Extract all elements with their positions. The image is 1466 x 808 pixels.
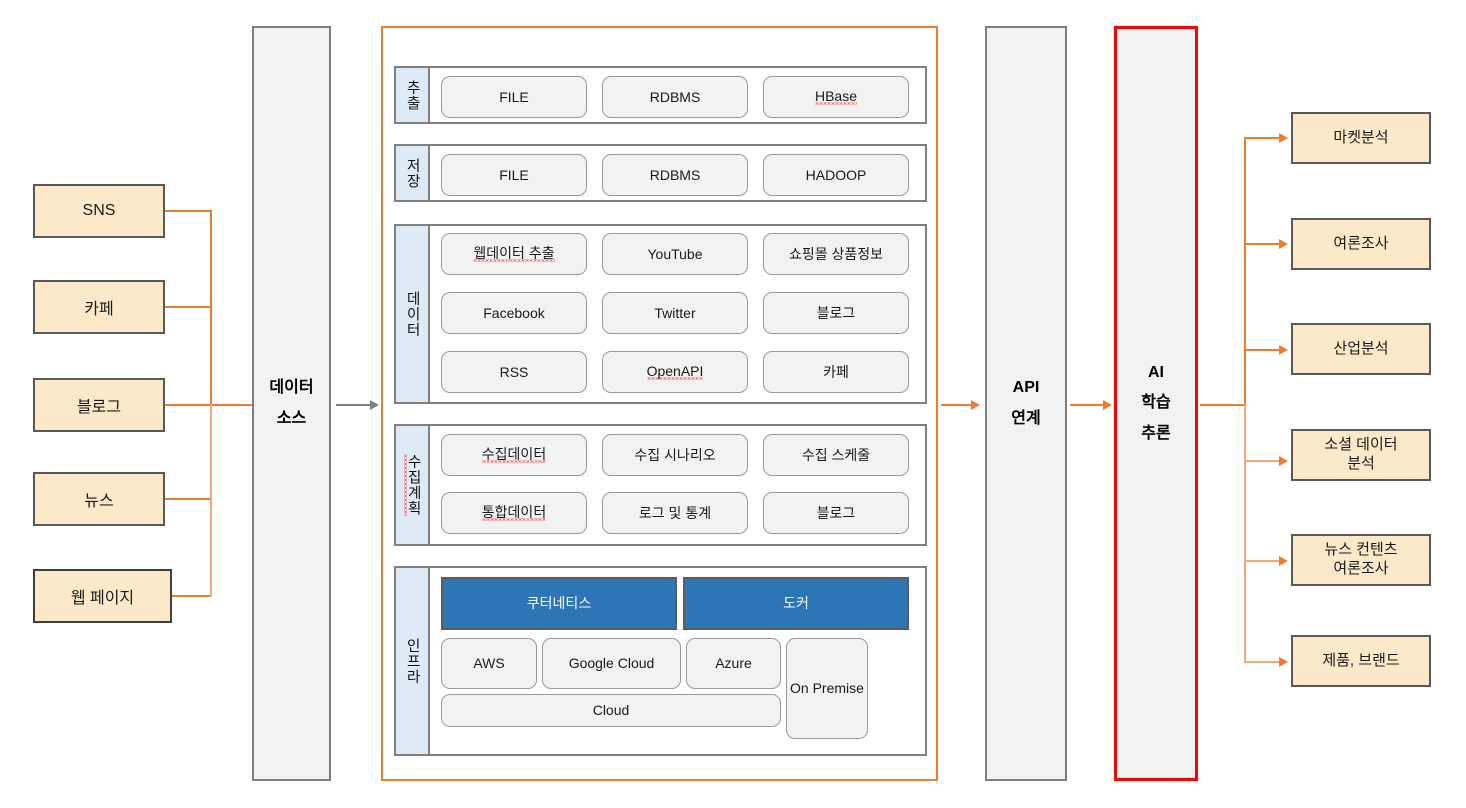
section-data: 데이터 웹데이터 추출 YouTube 쇼핑몰 상품정보 Facebook Tw… <box>394 224 927 404</box>
chip-storage-rdbms[interactable]: RDBMS <box>602 154 748 196</box>
pillar-ai-line2: 학습 <box>1141 394 1171 412</box>
chip-infra-cloud[interactable]: Cloud <box>441 694 781 727</box>
output-box-market-analysis[interactable]: 마켓분석 <box>1291 112 1431 164</box>
connector-out-industry <box>1244 349 1281 351</box>
connector-out-market <box>1244 137 1281 139</box>
chip-data-openapi[interactable]: OpenAPI <box>602 351 748 393</box>
chip-data-rss[interactable]: RSS <box>441 351 587 393</box>
chip-extraction-hbase[interactable]: HBase <box>763 76 909 118</box>
output-box-news-content-poll[interactable]: 뉴스 컨텐츠 여론조사 <box>1291 534 1431 586</box>
chip-infra-aws[interactable]: AWS <box>441 638 537 689</box>
chip-storage-file[interactable]: FILE <box>441 154 587 196</box>
arrow-head-panel-to-api <box>971 400 980 410</box>
chip-infra-on-premise[interactable]: On Premise <box>786 638 868 739</box>
connector-cafe <box>165 306 212 308</box>
chip-extraction-rdbms[interactable]: RDBMS <box>602 76 748 118</box>
section-collection-plan: 수집계획 수집데이터 수집 시나리오 수집 스케줄 통합데이터 로그 및 통계 … <box>394 424 927 546</box>
output-box-product-brand[interactable]: 제품, 브랜드 <box>1291 635 1431 687</box>
chip-data-shopping-mall[interactable]: 쇼핑몰 상품정보 <box>763 233 909 275</box>
arrow-line-source-to-panel <box>336 404 371 406</box>
chip-plan-scenario[interactable]: 수집 시나리오 <box>602 434 748 476</box>
chip-infra-kubernetes[interactable]: 쿠터네티스 <box>441 577 677 630</box>
output-box-industry-analysis[interactable]: 산업분석 <box>1291 323 1431 375</box>
connector-webpage <box>172 595 212 597</box>
section-label-collection-plan: 수집계획 <box>396 426 430 544</box>
chip-plan-collection-data[interactable]: 수집데이터 <box>441 434 587 476</box>
arrow-head-out-poll <box>1279 239 1288 249</box>
collection-platform-panel: 추출 FILE RDBMS HBase 저장 FILE RDBMS HADOOP… <box>381 26 938 781</box>
arrow-head-out-market <box>1279 133 1288 143</box>
pillar-data-source[interactable]: 데이터 소스 <box>252 26 331 781</box>
chip-data-cafe[interactable]: 카페 <box>763 351 909 393</box>
chip-infra-google-cloud[interactable]: Google Cloud <box>542 638 681 689</box>
pillar-ai-learning-inference[interactable]: AI 학습 추론 <box>1114 26 1198 781</box>
pillar-ai-line3: 추론 <box>1141 424 1171 442</box>
chip-infra-azure[interactable]: Azure <box>686 638 781 689</box>
connector-output-bus-upper <box>1244 137 1246 405</box>
pillar-api-integration[interactable]: API 연계 <box>985 26 1067 781</box>
section-label-infra: 인프라 <box>396 568 430 754</box>
connector-out-news <box>1244 560 1281 562</box>
arrow-head-out-industry <box>1279 345 1288 355</box>
arrow-head-api-to-ai <box>1103 400 1112 410</box>
chip-data-web-extract[interactable]: 웹데이터 추출 <box>441 233 587 275</box>
chip-infra-docker[interactable]: 도커 <box>683 577 909 630</box>
arrow-head-out-social <box>1279 456 1288 466</box>
section-body-collection-plan: 수집데이터 수집 시나리오 수집 스케줄 통합데이터 로그 및 통계 블로그 <box>430 426 925 544</box>
connector-output-bus-lower <box>1244 404 1246 662</box>
chip-storage-hadoop[interactable]: HADOOP <box>763 154 909 196</box>
chip-plan-integrated-data[interactable]: 통합데이터 <box>441 492 587 534</box>
source-box-sns[interactable]: SNS <box>33 184 165 238</box>
pillar-data-source-line1: 데이터 <box>269 379 314 397</box>
connector-bus-lower <box>210 404 212 597</box>
section-body-data: 웹데이터 추출 YouTube 쇼핑몰 상품정보 Facebook Twitte… <box>430 226 925 402</box>
connector-blog <box>165 404 254 406</box>
chip-data-twitter[interactable]: Twitter <box>602 292 748 334</box>
connector-out-social <box>1244 460 1281 462</box>
arrow-head-source-to-panel <box>370 400 379 410</box>
section-body-storage: FILE RDBMS HADOOP <box>430 146 925 200</box>
chip-extraction-file[interactable]: FILE <box>441 76 587 118</box>
chip-data-facebook[interactable]: Facebook <box>441 292 587 334</box>
pillar-ai-line1: AI <box>1148 363 1164 381</box>
section-body-infra: 쿠터네티스 도커 AWS Google Cloud Azure On Premi… <box>430 568 925 754</box>
pillar-api-line1: API <box>1012 379 1040 397</box>
pillar-data-source-line2: 소스 <box>276 409 307 427</box>
section-body-extraction: FILE RDBMS HBase <box>430 68 925 122</box>
pillar-api-line2: 연계 <box>1011 409 1041 427</box>
source-box-webpage[interactable]: 웹 페이지 <box>33 569 172 623</box>
section-label-data: 데이터 <box>396 226 430 402</box>
chip-plan-log-stats[interactable]: 로그 및 통계 <box>602 492 748 534</box>
source-box-blog[interactable]: 블로그 <box>33 378 165 432</box>
chip-plan-schedule[interactable]: 수집 스케줄 <box>763 434 909 476</box>
arrow-head-out-news <box>1279 556 1288 566</box>
source-box-cafe[interactable]: 카페 <box>33 280 165 334</box>
chip-plan-blog[interactable]: 블로그 <box>763 492 909 534</box>
connector-sns <box>165 210 212 212</box>
section-infra: 인프라 쿠터네티스 도커 AWS Google Cloud Azure On P… <box>394 566 927 756</box>
arrow-line-panel-to-api <box>941 404 973 406</box>
arrow-line-api-to-ai <box>1070 404 1105 406</box>
connector-ai-to-bus <box>1200 404 1246 406</box>
connector-out-poll <box>1244 243 1281 245</box>
source-box-news[interactable]: 뉴스 <box>33 472 165 526</box>
chip-data-blog[interactable]: 블로그 <box>763 292 909 334</box>
section-extraction: 추출 FILE RDBMS HBase <box>394 66 927 124</box>
output-box-social-data-analysis[interactable]: 소셜 데이터 분석 <box>1291 429 1431 481</box>
chip-data-youtube[interactable]: YouTube <box>602 233 748 275</box>
connector-out-brand <box>1244 661 1281 663</box>
connector-bus-upper <box>210 210 212 406</box>
arrow-head-out-brand <box>1279 657 1288 667</box>
section-label-storage: 저장 <box>396 146 430 200</box>
section-storage: 저장 FILE RDBMS HADOOP <box>394 144 927 202</box>
output-box-public-opinion-poll[interactable]: 여론조사 <box>1291 218 1431 270</box>
connector-news <box>165 498 212 500</box>
section-label-extraction: 추출 <box>396 68 430 122</box>
